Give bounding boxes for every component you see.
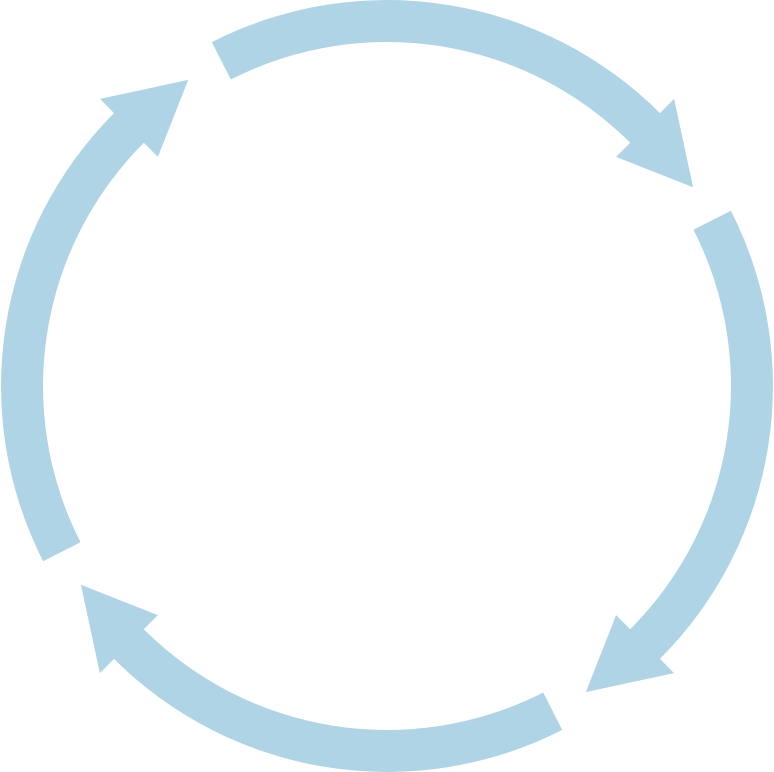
cycle-arrow-right-to-bottom <box>585 210 773 693</box>
cycle-arrow-bottom-to-left <box>80 584 563 772</box>
cycle-arrow-top-to-right <box>211 0 694 188</box>
cycle-arrow-left-to-top <box>1 79 189 562</box>
